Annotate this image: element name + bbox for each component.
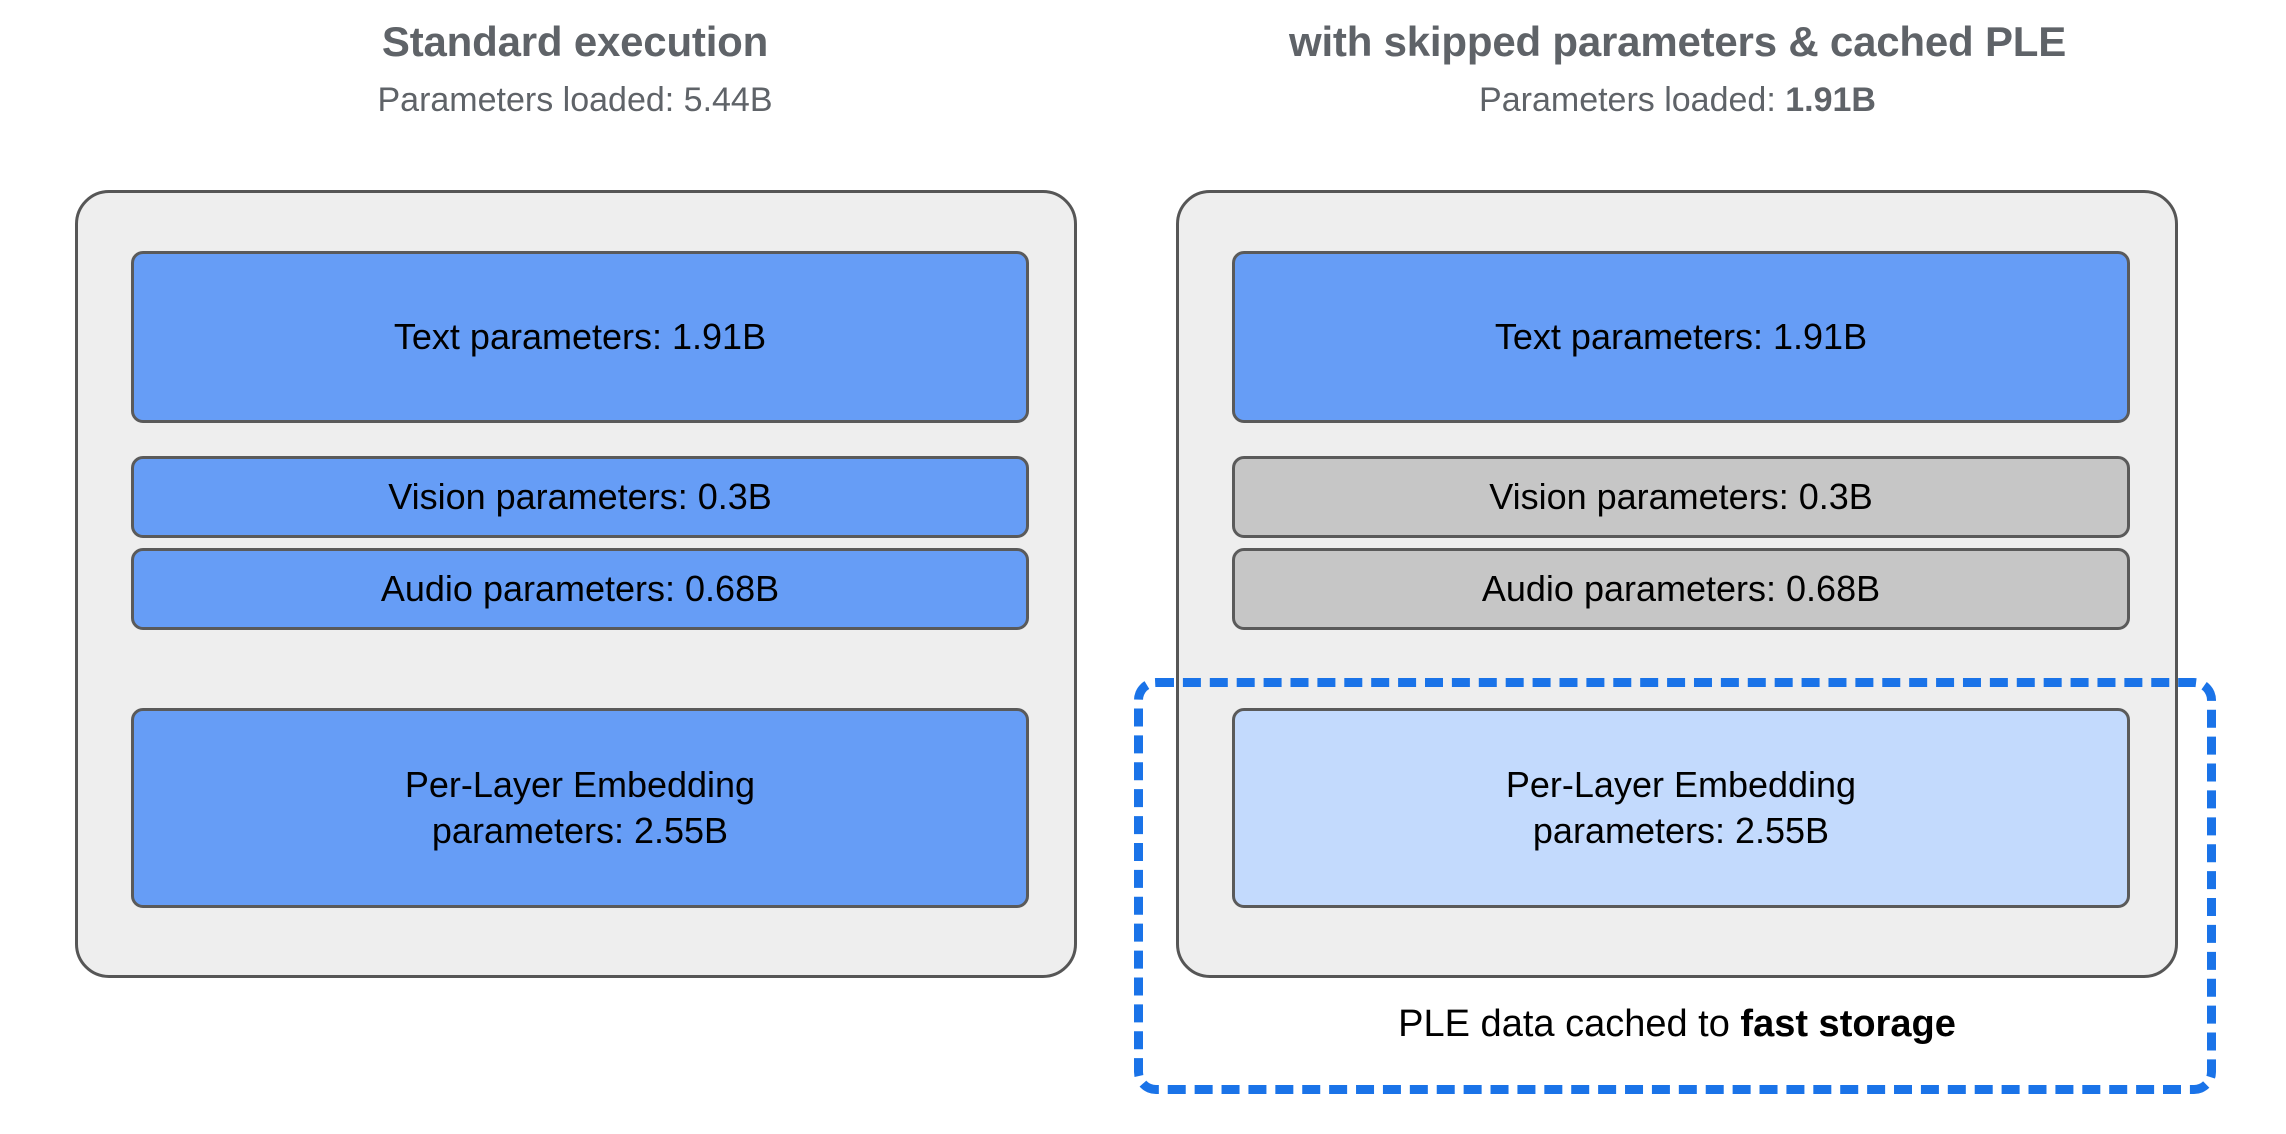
parameters-loaded-value-standard: 5.44B [683, 81, 773, 120]
model-panel-standard: Text parameters: 1.91B Vision parameters… [75, 190, 1077, 978]
parameters-loaded-label-standard: Parameters loaded: [377, 81, 684, 120]
column-subtitle-optimized: Parameters loaded: 1.91B [1140, 81, 2215, 119]
param-box-ple-optimized-label-line1: Per-Layer Embedding [1505, 763, 1857, 805]
param-box-ple-standard-label-line2: parameters: 2.55B [431, 810, 729, 851]
param-box-ple-standard-label-line1: Per-Layer Embedding [404, 763, 756, 805]
column-title-optimized: with skipped parameters & cached PLE [1288, 18, 2067, 65]
parameters-loaded-value-optimized: 1.91B [1785, 81, 1876, 120]
column-title-standard: Standard execution [381, 18, 769, 65]
param-box-vision-optimized: Vision parameters: 0.3B [1232, 456, 2130, 538]
param-box-text-optimized: Text parameters: 1.91B [1232, 251, 2130, 423]
cache-caption-strong: fast storage [1740, 1003, 1956, 1045]
param-box-ple-standard: Per-Layer Embedding parameters: 2.55B [131, 708, 1029, 908]
param-box-text-standard: Text parameters: 1.91B [131, 251, 1029, 423]
column-header-optimized: with skipped parameters & cached PLE Par… [1140, 18, 2215, 119]
param-box-audio-optimized-label: Audio parameters: 0.68B [1481, 567, 1881, 609]
cache-caption-prefix: PLE data cached to [1398, 1003, 1741, 1045]
column-subtitle-standard: Parameters loaded: 5.44B [40, 81, 1110, 119]
param-box-ple-optimized: Per-Layer Embedding parameters: 2.55B [1232, 708, 2130, 908]
parameters-loaded-label-optimized: Parameters loaded: [1479, 81, 1786, 120]
param-box-text-optimized-label: Text parameters: 1.91B [1494, 315, 1868, 357]
param-box-audio-standard: Audio parameters: 0.68B [131, 548, 1029, 630]
param-box-vision-standard: Vision parameters: 0.3B [131, 456, 1029, 538]
column-header-standard: Standard execution Parameters loaded: 5.… [40, 18, 1110, 119]
model-panel-optimized: Text parameters: 1.91B Vision parameters… [1176, 190, 2178, 978]
param-box-vision-optimized-label: Vision parameters: 0.3B [1489, 475, 1873, 517]
param-box-ple-optimized-label-line2: parameters: 2.55B [1532, 810, 1830, 851]
param-box-text-standard-label: Text parameters: 1.91B [393, 315, 767, 357]
param-box-vision-standard-label: Vision parameters: 0.3B [388, 475, 772, 517]
param-box-audio-optimized: Audio parameters: 0.68B [1232, 548, 2130, 630]
cache-caption: PLE data cached to fast storage [1176, 1002, 2178, 1048]
param-box-audio-standard-label: Audio parameters: 0.68B [380, 567, 780, 609]
